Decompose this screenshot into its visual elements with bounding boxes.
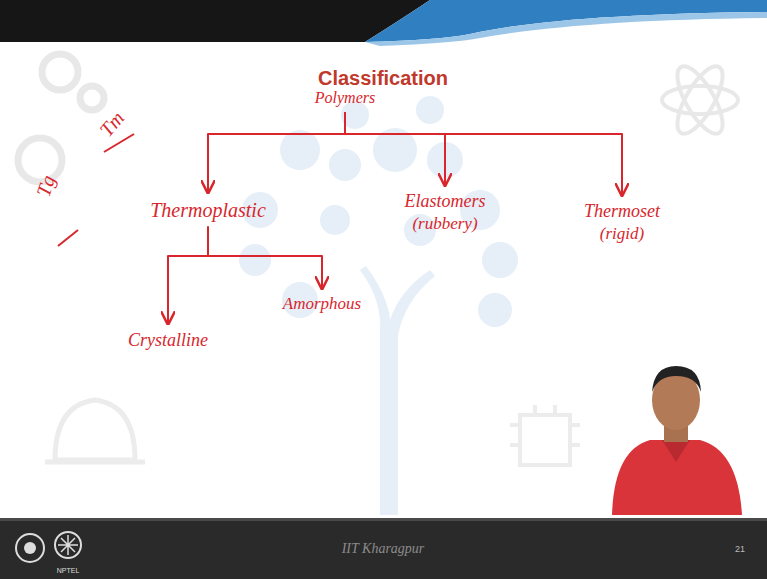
underline-stroke	[58, 230, 78, 246]
circuit-icon	[510, 405, 580, 465]
helmet-icon	[45, 400, 145, 462]
tree-node: Crystalline	[124, 327, 212, 354]
tree-connector	[345, 112, 445, 185]
node-heading: Amorphous	[283, 293, 361, 314]
top-swoosh-light	[365, 12, 767, 46]
node-heading: Crystalline	[128, 329, 208, 352]
tree-node: Elastomers(rubbery)	[401, 188, 490, 236]
faded-tree	[239, 96, 518, 515]
slide-number: 21	[735, 544, 745, 554]
node-heading: Thermoplastic	[150, 198, 266, 223]
note-symbol: Tm	[95, 107, 129, 141]
tree-connector	[208, 112, 345, 193]
footer-text: IIT Kharagpur	[342, 541, 425, 557]
note-symbol: Tg	[32, 172, 60, 199]
presenter-photo	[612, 366, 742, 515]
node-heading: Elastomers	[405, 190, 486, 213]
iit-logo	[16, 534, 44, 562]
slide-title: Classification	[318, 67, 448, 90]
bottom-bar-edge	[0, 518, 767, 521]
top-bar	[0, 0, 430, 42]
node-note: (rubbery)	[405, 213, 486, 234]
tree-node: Amorphous	[279, 291, 365, 316]
tree-node: Thermoset(rigid)	[580, 198, 664, 246]
iit-logo	[24, 542, 36, 554]
nptel-logo	[55, 532, 81, 558]
tree-node: Thermoplastic	[146, 196, 270, 225]
node-heading: Thermoset	[584, 200, 660, 223]
tree-connector	[345, 112, 622, 195]
tree-connector	[208, 227, 322, 289]
logo-text: NPTEL	[57, 567, 80, 574]
tree-connector	[168, 227, 208, 324]
tree-node: Polymers	[311, 86, 379, 110]
node-heading: Polymers	[315, 88, 375, 108]
nptel-logo	[58, 535, 78, 555]
atom-icon	[662, 60, 738, 140]
bottom-bar	[0, 518, 767, 579]
node-note: (rigid)	[584, 223, 660, 244]
gear-icon	[18, 54, 104, 182]
